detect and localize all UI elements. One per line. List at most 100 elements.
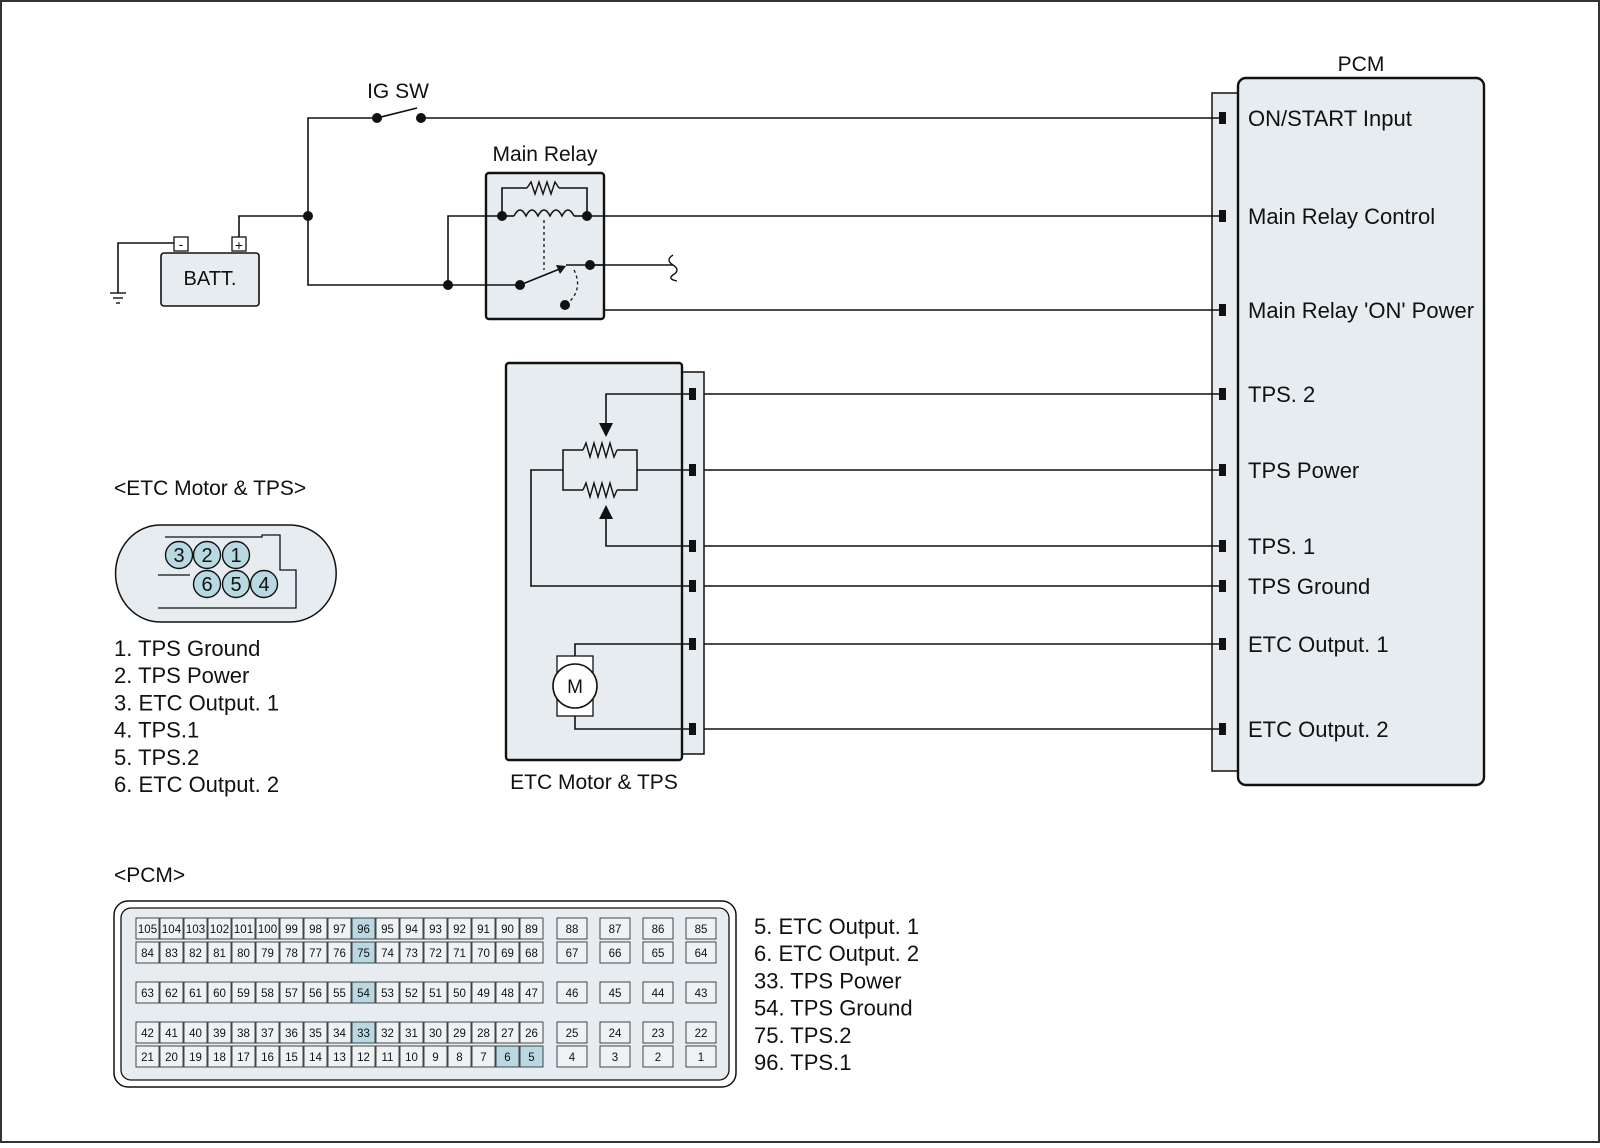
etc-legend-item: 5. TPS.2 [114,745,199,770]
pcm-face-pin-number: 88 [566,924,579,936]
pcm-terminal-label: ETC Output. 2 [1248,717,1389,742]
battery-positive-wire [238,215,308,237]
pcm-face-pin [159,981,184,1004]
etc-module-label: ETC Motor & TPS [510,771,678,794]
pcm-face-pin-number: 48 [501,988,514,1000]
relay-switch-arm [519,267,563,286]
pcm-face-pin-number: 75 [357,948,370,960]
pcm-face-pin-number: 8 [456,1052,462,1064]
motor-icon [552,663,598,709]
etc-face-pin-number: 6 [201,574,212,596]
pcm-face-pin-number: 32 [381,1028,394,1040]
pcm-face-pin [255,917,280,940]
pcm-terminal-pin [1219,580,1226,592]
pcm-face-pin-number: 17 [237,1052,250,1064]
ig-switch-label: IG SW [367,80,429,103]
tps-resistor-2 [582,440,618,460]
etc-module: ETC Motor & TPS M [504,361,705,794]
pcm-connector-legend: 5. ETC Output. 16. ETC Output. 233. TPS … [754,914,919,1075]
etc-face-pin [192,540,222,570]
pcm-face-pin-number: 39 [213,1028,226,1040]
pcm-face-pin [599,981,631,1004]
pcm-face-pin [642,981,674,1004]
battery-neg-label: - [179,236,184,252]
pcm-body [1236,76,1486,787]
pcm-face-pin [135,1021,160,1044]
pcm-terminal-label: TPS Ground [1248,574,1370,599]
pcm-face-pin-number: 80 [237,948,250,960]
pcm-face-pin-number: 63 [141,988,154,1000]
pcm-face-pin-number: 40 [189,1028,202,1040]
pcm-face-pin-number: 46 [566,988,579,1000]
etc-connector-pin [689,723,696,735]
pcm-face-pin-number: 1 [698,1052,704,1064]
pcm-face-pin-number: 59 [237,988,250,1000]
pcm-face-pin-number: 24 [609,1028,622,1040]
etc-connector-title: <ETC Motor & TPS> [114,477,306,500]
relay-coil [513,209,575,218]
ground-wire [117,242,183,293]
pcm-face-pin [399,941,424,964]
pcm-face-pin [556,941,588,964]
pcm-face-pin-number: 66 [609,948,622,960]
pcm-face-pin-number: 50 [453,988,466,1000]
pcm-terminal-label: Main Relay 'ON' Power [1248,298,1474,323]
pcm-face-pin [183,981,208,1004]
pcm-face-pin-number: 55 [333,988,346,1000]
pcm-terminal-pin [1219,210,1226,222]
pcm-face-pin [207,941,232,964]
junction-dot [303,211,313,221]
etc-connector-pin [689,464,696,476]
pcm-face-pin [135,917,160,940]
pcm-face-pin-number: 97 [333,924,346,936]
pcm-face-pin [685,941,717,964]
pcm-face-pin-number: 29 [453,1028,466,1040]
pcm-face-pin [207,1045,232,1068]
pcm-face-pin-number: 68 [525,948,538,960]
pcm-face-pin-number: 104 [162,924,182,936]
etc-face-pin-number: 2 [201,545,212,567]
pcm-face-pin-number: 14 [309,1052,322,1064]
pcm-face-pin [519,1045,544,1068]
tps-ground-wire-internal [530,469,696,587]
pcm-face-pin-number: 36 [285,1028,298,1040]
pcm-terminal-pin [1219,638,1226,650]
pcm-terminal-label: Main Relay Control [1248,204,1435,229]
pcm-face-pin-number: 19 [189,1052,202,1064]
pcm-face-pin [599,1045,631,1068]
pcm-face-pin-number: 21 [141,1052,154,1064]
pcm-face-pin [375,981,400,1004]
pcm-face-pin [279,981,304,1004]
pcm-face-pin-number: 35 [309,1028,322,1040]
pcm-face-pin-number: 37 [261,1028,274,1040]
pcm-face-pin-number: 71 [453,948,466,960]
pcm-face-pin-number: 60 [213,988,226,1000]
pcm-face-pin-number: 34 [333,1028,346,1040]
etc-legend-item: 1. TPS Ground [114,636,260,661]
pcm-terminal-pin [1219,540,1226,552]
etc-output2-wire-internal [574,716,696,730]
pcm-face-pin-number: 13 [333,1052,346,1064]
pcm-face-pin [255,1021,280,1044]
relay-resistor [526,179,560,197]
pcm-terminal-pin [1219,464,1226,476]
pcm-face-pin [327,941,352,964]
pcm-face-pin [351,981,376,1004]
pcm-face-pin [159,917,184,940]
pcm-face-pin [447,981,472,1004]
tps-potentiometer [530,393,696,587]
motor-label: M [567,677,583,698]
pcm-face-pin-number: 92 [453,924,466,936]
pcm-face-pin-number: 42 [141,1028,154,1040]
pcm-face-pin [183,1045,208,1068]
etc-legend-item: 2. TPS Power [114,663,249,688]
tps1-wiper-arrow-icon [599,505,613,519]
tps-resistor-1 [582,480,618,500]
ig-switch-lever [376,107,418,119]
pcm-face-pin [556,1045,588,1068]
etc-legend-item: 6. ETC Output. 2 [114,772,279,797]
pcm-face-pin-number: 85 [695,924,708,936]
